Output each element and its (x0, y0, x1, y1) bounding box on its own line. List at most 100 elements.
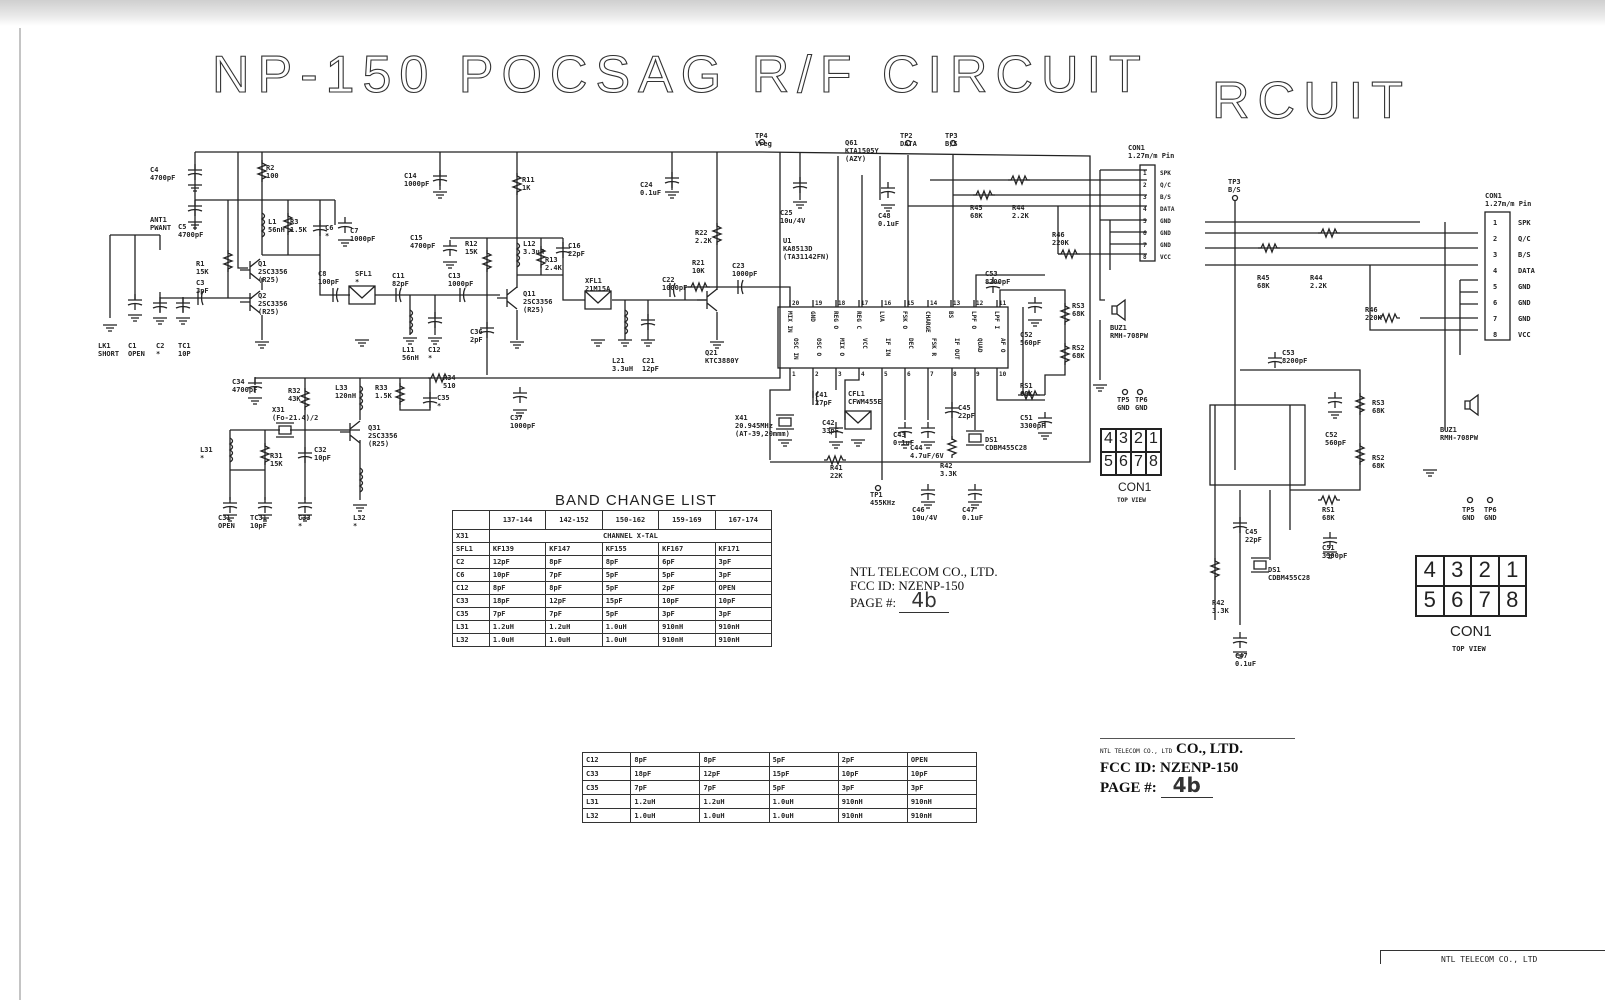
label-r42-ref: R42 (940, 462, 953, 470)
ic-pin-top-number: 11 (999, 300, 1007, 307)
resistor-symbol (428, 372, 450, 384)
capacitor-symbol (1327, 392, 1343, 408)
resistor-symbol (222, 250, 234, 272)
label-c35-value: * (437, 402, 441, 410)
inductor-symbol (358, 385, 364, 411)
band-cell: 7pF (545, 568, 603, 582)
label-l1-value: 56nH (268, 226, 285, 234)
con1-pin-name: SPK (1160, 170, 1171, 177)
wires (109, 151, 1478, 625)
label-r44-value: 2.2K (1012, 212, 1030, 220)
ic-pin-top-name: REG O (832, 311, 839, 329)
con1-cell: 1 (1498, 556, 1526, 586)
ground-icon (641, 339, 655, 347)
band-cell: 7pF (630, 780, 701, 795)
ic-pin-bottom-name: IF OUT (953, 338, 960, 360)
filter-symbol (584, 290, 612, 310)
band-cell: SFL1 (452, 542, 490, 556)
capacitor-symbol (897, 422, 913, 438)
label-c4-ref: C4 (150, 166, 158, 174)
band-cell: 1.0uH (601, 633, 660, 647)
con1-pin-number: 8 (1143, 254, 1147, 261)
label-tp5-ref: TP5 (1462, 506, 1475, 514)
label-c24-ref: C24 (640, 181, 653, 189)
label-x41-value: 20.945MHz (735, 422, 773, 430)
capacitor-symbol (944, 402, 960, 418)
label-q21-ref: Q21 (705, 349, 718, 357)
label-rs2-value: 68K (1372, 462, 1385, 470)
label-r41-value: 22K (830, 472, 843, 480)
label-tc31-value: 10pF (250, 522, 267, 530)
label-r11-value: 1K (522, 184, 531, 192)
band-cell: 910nH (658, 620, 716, 634)
label-l33-ref: L33 (335, 384, 348, 392)
band-cell: 6pF (658, 555, 716, 569)
buzzer-icon (1464, 393, 1479, 417)
label-c23-ref: C23 (732, 262, 745, 270)
ground-icon (153, 317, 167, 325)
con1-pin-number: 4 (1143, 206, 1147, 213)
label-r12-value: 15K (465, 248, 478, 256)
label-c5-value: 4700pF (178, 231, 203, 239)
filter-symbol (844, 410, 872, 430)
label-ds1-ref: DS1 (985, 436, 998, 444)
label-con1-value: 1.27m/m Pin (1128, 152, 1174, 160)
capacitor-symbol (1267, 352, 1283, 368)
scan-shadow-band (0, 0, 1605, 26)
transistor-symbol (697, 288, 718, 312)
band-cell: C12 (452, 581, 490, 595)
ic-pin-top-number: 20 (792, 300, 800, 307)
band-cell: 8pF (601, 555, 660, 569)
label-c14-value: 1000pF (404, 180, 429, 188)
band-cell: L31 (452, 620, 490, 634)
label-c7-ref: C7 (350, 227, 358, 235)
ic-pin-top-name: BS (947, 311, 954, 319)
ground-icon (433, 191, 447, 199)
label-rs1-ref: RS1 (1322, 506, 1335, 514)
ic-pin-top-number: 19 (815, 300, 823, 307)
inductor-symbol (228, 437, 234, 463)
transistor-symbol (240, 258, 261, 282)
label-c31-value: OPEN (218, 522, 235, 530)
ic-pin-top-name: GND (809, 311, 816, 322)
ic-pin-top-number: 17 (861, 300, 869, 307)
resistor-symbol (1059, 343, 1071, 365)
band-cell: C33 (452, 594, 490, 608)
ground-icon (188, 221, 202, 229)
ground-icon (258, 514, 272, 522)
ground-icon (921, 441, 935, 449)
band-cell: KF139 (488, 542, 547, 556)
resistor-symbol (256, 160, 268, 182)
band-cell: 5pF (601, 607, 660, 621)
ground-icon (248, 397, 262, 405)
label-c34-value: 4700pF (232, 386, 257, 394)
label-c44-ref: C44 (910, 444, 923, 452)
label-c6-ref: C6 (325, 224, 333, 232)
capacitor-symbol (1037, 412, 1053, 428)
band-cell: C35 (452, 607, 490, 621)
capacitor-symbol (257, 497, 273, 513)
band-cell: 1.0uH (601, 620, 660, 634)
resistor-symbol (1018, 389, 1040, 401)
label-c42-value: 33pF (822, 427, 839, 435)
band-cell: 1.2uH (488, 620, 547, 634)
con1-pin-name-right: GND (1518, 299, 1531, 307)
ground-icon (829, 441, 843, 449)
stamp-small: NTL TELECOM CO., LTD (1100, 748, 1173, 755)
label-c15-ref: C15 (410, 234, 423, 242)
label-tp3-value: B/S (1228, 186, 1241, 194)
label-c24-value: 0.1uF (640, 189, 661, 197)
page-label: PAGE #: (850, 595, 897, 610)
label-r42-value: 3.3K (1212, 607, 1230, 615)
label-buz1-value: RMH-708PW (1110, 332, 1149, 340)
label-sfl1-ref: SFL1 (355, 270, 372, 278)
con1-pin-number-right: 3 (1493, 251, 1497, 259)
band-cell: 3pF (837, 780, 908, 795)
band-cell: C12 (581, 752, 632, 767)
capacitor-symbol (967, 484, 983, 500)
label-c2-ref: C2 (156, 342, 164, 350)
band-cell: 8pF (630, 752, 701, 767)
